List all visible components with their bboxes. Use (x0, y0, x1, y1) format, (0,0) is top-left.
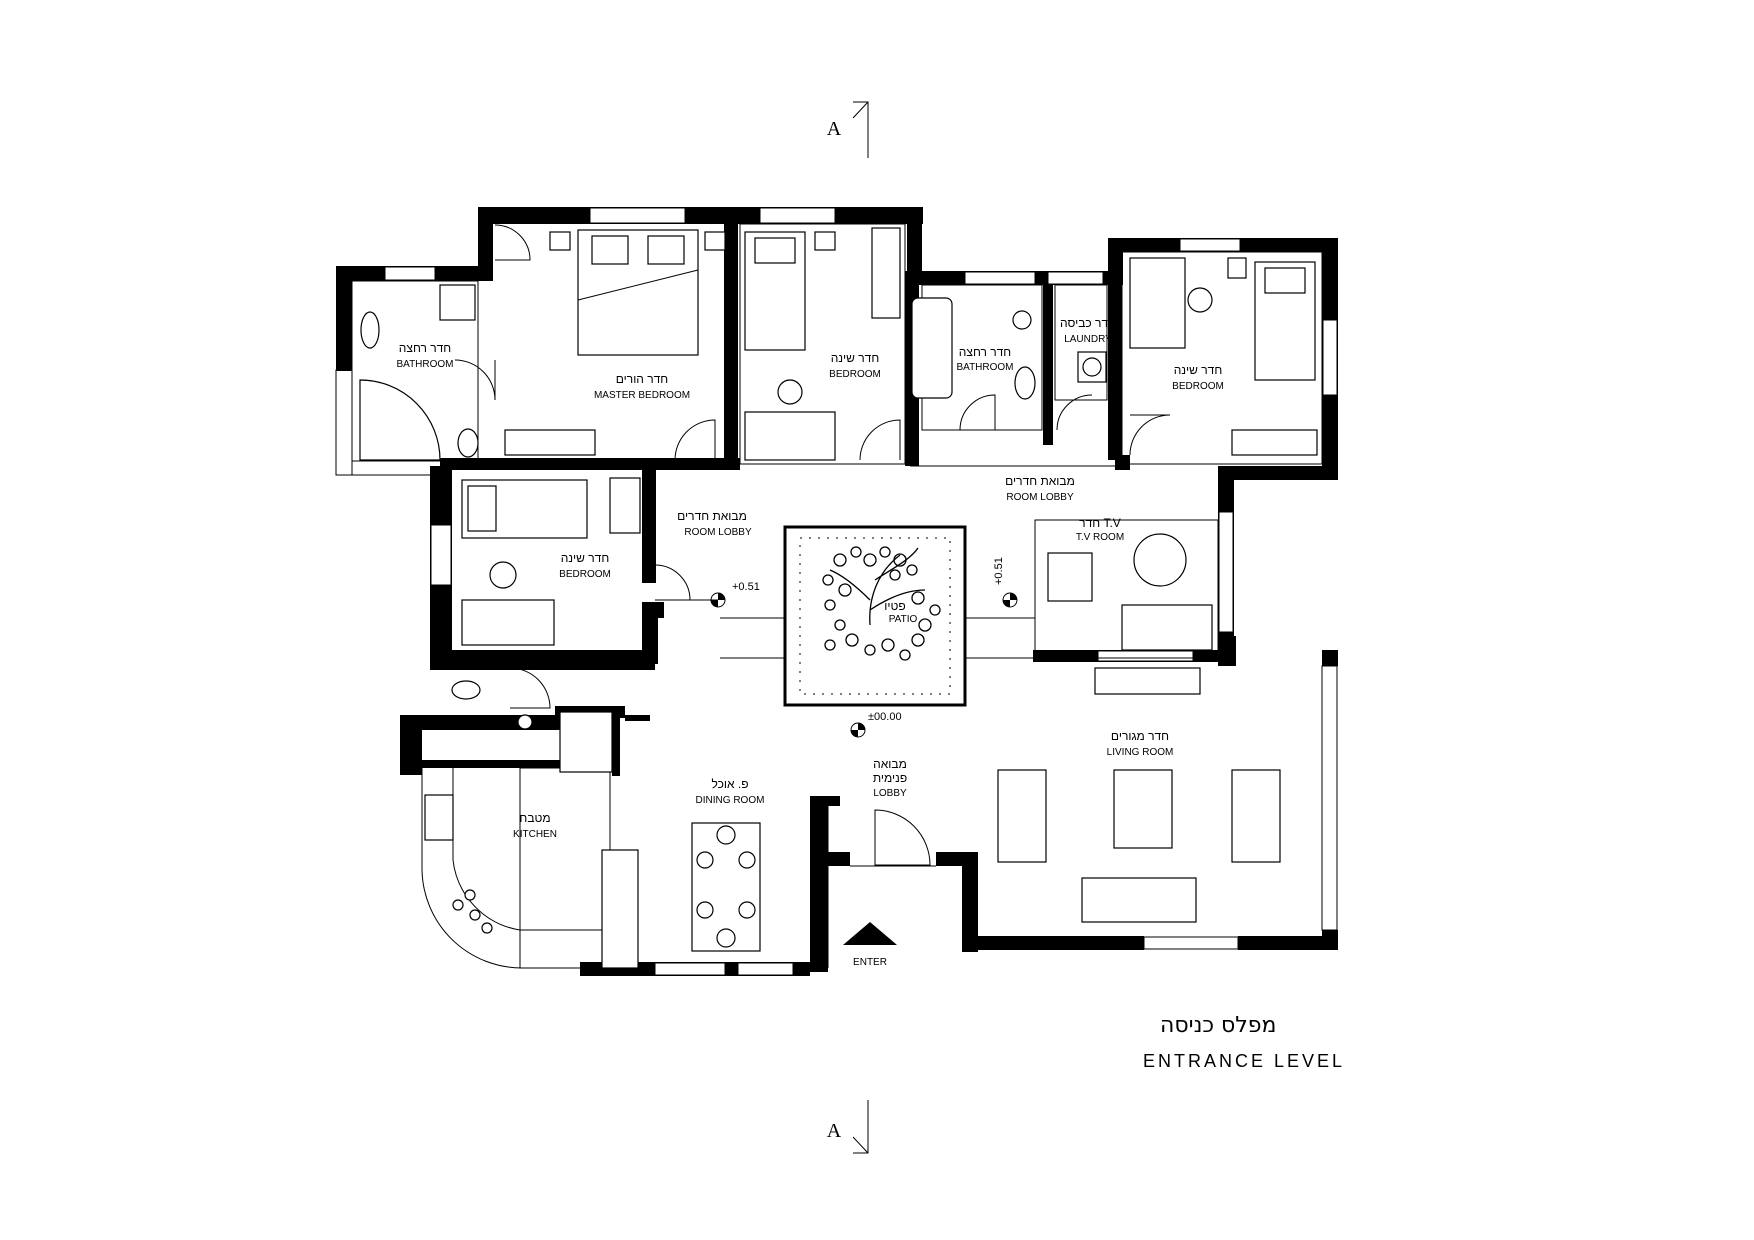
chair-icon (489, 561, 517, 589)
room-dining-he: פ. אוכל (711, 777, 748, 791)
section-mark-bottom: A (827, 1100, 869, 1154)
plan-title-en: ENTRANCE LEVEL (1143, 1051, 1345, 1071)
wardrobe-icon (504, 429, 596, 456)
room-outlines (335, 223, 1323, 969)
room-master-he: חדר הורים (616, 372, 668, 386)
level-marker-lobby-left: +0.51 (710, 581, 760, 608)
room-lobby-right-en: ROOM LOBBY (1006, 492, 1074, 503)
chair-icon (1187, 287, 1213, 313)
room-laundry-en: LAUNDRY (1064, 334, 1112, 345)
room-bedroom-left-en: BEDROOM (559, 569, 611, 580)
desk-icon (744, 411, 836, 461)
nightstand-icon (549, 231, 571, 251)
section-mark-bottom-label: A (827, 1120, 842, 1142)
toilet-icon (1012, 310, 1032, 330)
chair-icon (777, 379, 803, 405)
room-living-en: LIVING ROOM (1107, 747, 1174, 758)
room-entry-en: LOBBY (873, 788, 907, 799)
sink-icon (1014, 366, 1036, 400)
round-table-icon (1133, 533, 1187, 587)
windows (384, 207, 1338, 976)
room-bedroom-top-en: BEDROOM (829, 369, 881, 380)
patio: פטיו PATIO (783, 525, 967, 707)
room-labels: חדר רחצה BATHROOM חדר הורים MASTER BEDRO… (396, 316, 1223, 840)
room-living-he: חדר מגורים (1111, 729, 1169, 743)
fridge-icon (559, 711, 613, 773)
bathtub-icon (911, 297, 953, 399)
island-icon (601, 849, 639, 969)
doors (454, 224, 1171, 866)
level-marker-lobby-right: +0.51 (993, 557, 1018, 608)
room-lobby-right-he: מבואת חדרים (1005, 474, 1075, 488)
room-tv-en: T.V ROOM (1076, 532, 1124, 543)
nightstand-icon (1227, 257, 1247, 279)
shower-icon (439, 284, 476, 321)
sink-icon (360, 311, 380, 349)
room-kitchen-en: KITCHEN (513, 829, 557, 840)
room-bath-mid-he: חדר רחצה (959, 345, 1011, 359)
room-entry-he1: מבואה (873, 757, 907, 771)
desk-icon (461, 599, 555, 646)
room-entry-he2: פנימית (873, 771, 907, 785)
sofa-icon (1231, 769, 1281, 863)
level-lobby-right: +0.51 (993, 557, 1005, 585)
level-entry: ±00.00 (868, 711, 902, 723)
level-marker-entry: ±00.00 (850, 711, 902, 738)
room-kitchen-he: מטבח (519, 811, 550, 825)
toilet-icon (457, 428, 479, 458)
plan-title-he: מפלס כניסה (1160, 1013, 1276, 1038)
room-bath-left-en: BATHROOM (396, 359, 453, 370)
room-master-en: MASTER BEDROOM (594, 390, 690, 401)
patio-label-he: פטיו (884, 599, 905, 613)
corner-bath-icon (359, 379, 441, 461)
kitchen-sink-icon (424, 794, 454, 841)
wardrobe-icon (871, 227, 901, 319)
nightstand-icon (704, 231, 726, 251)
sofa-icon (1081, 877, 1197, 923)
patio-label-en: PATIO (889, 614, 918, 625)
section-mark-top: A (827, 101, 869, 158)
cooktop-icon (452, 889, 493, 934)
enter-label: ENTER (853, 957, 887, 968)
armchair-icon (1047, 552, 1093, 602)
sofa-icon (1121, 604, 1213, 651)
sink-icon (517, 714, 533, 730)
room-bedroom-right-en: BEDROOM (1172, 381, 1224, 392)
sofa-icon (997, 769, 1047, 863)
nightstand-icon (814, 231, 836, 251)
room-lobby-left-he: מבואת חדרים (677, 509, 747, 523)
room-bedroom-left-he: חדר שינה (561, 551, 609, 565)
enter-arrow-icon (843, 922, 897, 945)
room-bath-mid-en: BATHROOM (956, 362, 1013, 373)
wardrobe-icon (1231, 429, 1318, 456)
toilet-icon (451, 680, 481, 700)
desk-icon (1129, 257, 1186, 349)
room-tv-he: חדר T.V (1079, 516, 1121, 530)
level-markers: +0.51 +0.51 ±00.00 (710, 557, 1018, 738)
room-dining-en: DINING ROOM (696, 795, 765, 806)
room-bedroom-right-he: חדר שינה (1174, 363, 1222, 377)
section-mark-top-label: A (827, 118, 842, 140)
rug-icon (1113, 769, 1173, 849)
patio-tree-icon (822, 546, 941, 661)
room-lobby-left-en: ROOM LOBBY (684, 527, 752, 538)
wardrobe-icon (609, 477, 641, 534)
room-laundry-he: חדר כביסה (1060, 316, 1116, 330)
furniture (359, 227, 1318, 969)
level-lobby-left: +0.51 (732, 581, 760, 593)
room-bath-left-he: חדר רחצה (399, 341, 451, 355)
tv-unit-icon (1094, 667, 1201, 695)
room-bedroom-top-he: חדר שינה (831, 351, 879, 365)
